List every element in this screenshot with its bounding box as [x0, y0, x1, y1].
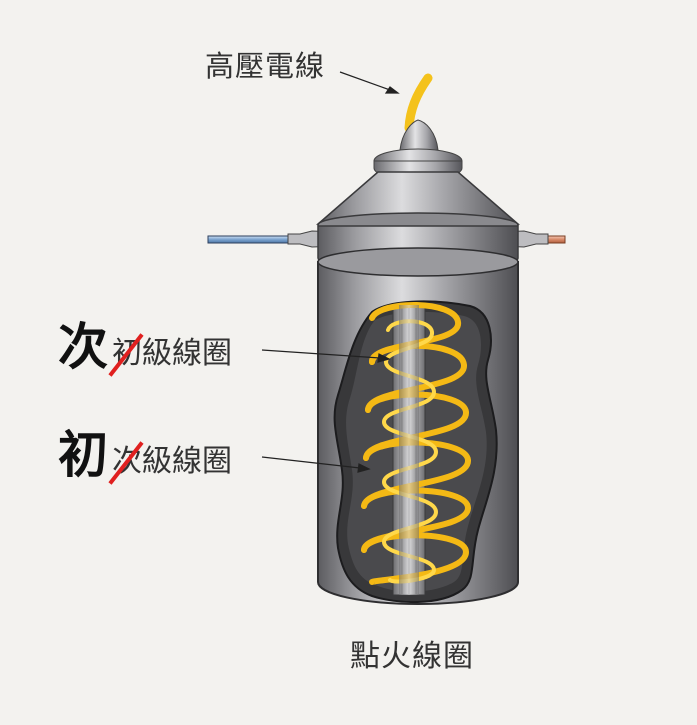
ignition-coil-label: 點火線圈	[350, 639, 474, 674]
corrected-char: 次	[58, 318, 108, 376]
secondary-coil	[381, 319, 439, 584]
leader-lines	[261, 71, 400, 473]
high-voltage-wire	[404, 73, 433, 133]
struck-char: 次	[108, 441, 144, 485]
corrected-char: 初	[58, 426, 108, 484]
struck-char: 初	[108, 333, 144, 377]
secondary-coil-label: 次 初 級線圈	[58, 318, 232, 377]
primary-coil-label: 初 次 級線圈	[58, 426, 232, 485]
coil-label-rest: 級線圈	[142, 336, 232, 371]
high-voltage-wire-label: 高壓電線	[205, 49, 326, 83]
coil-label-rest: 級線圈	[142, 444, 232, 479]
terminal-knob	[399, 119, 439, 151]
